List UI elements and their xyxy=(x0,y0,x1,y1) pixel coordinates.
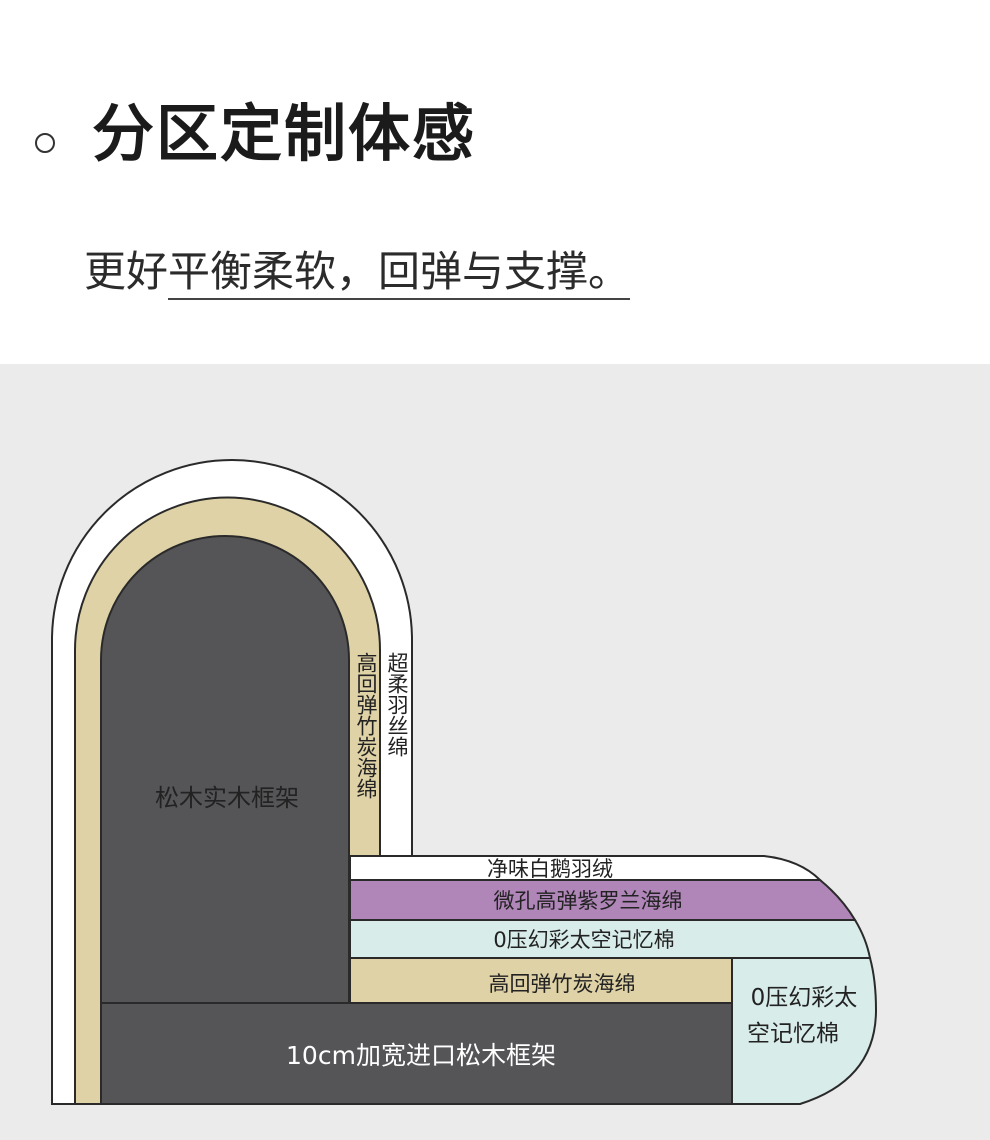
header-section: 分区定制体感 更好平衡柔软，回弹与支撑。 xyxy=(0,0,990,364)
arm-memory-block xyxy=(731,957,878,1105)
section-subtitle: 更好平衡柔软，回弹与支撑。 xyxy=(84,244,631,300)
base-frame-block xyxy=(100,1002,733,1105)
seat-bamboo-foam-layer xyxy=(349,957,733,1004)
back-down-vertical-label: 超柔羽丝绵 xyxy=(385,652,409,757)
base-frame-label: 10cm加宽进口松木框架 xyxy=(286,1041,556,1070)
arm-memory-label-line2: 空记忆棉 xyxy=(747,1021,839,1047)
section-title: 分区定制体感 xyxy=(92,97,477,170)
seat-violet-foam-label: 微孔高弹紫罗兰海绵 xyxy=(494,889,683,913)
back-foam-vertical-label: 高回弹竹炭海绵 xyxy=(354,652,378,799)
seat-down-label: 净味白鹅羽绒 xyxy=(487,857,613,881)
seat-bamboo-foam-label: 高回弹竹炭海绵 xyxy=(489,972,636,996)
subtitle-emphasis-text: 平衡柔软，回弹与支撑。 xyxy=(168,247,631,300)
bullet-circle-icon xyxy=(35,133,55,153)
back-frame-label: 松木实木框架 xyxy=(155,784,299,812)
subtitle-plain-text: 更好 xyxy=(84,247,169,296)
seat-memory-label: 0压幻彩太空记忆棉 xyxy=(493,928,674,952)
arm-memory-label-line1: 0压幻彩太 xyxy=(751,985,858,1011)
back-frame-block xyxy=(100,535,350,1004)
